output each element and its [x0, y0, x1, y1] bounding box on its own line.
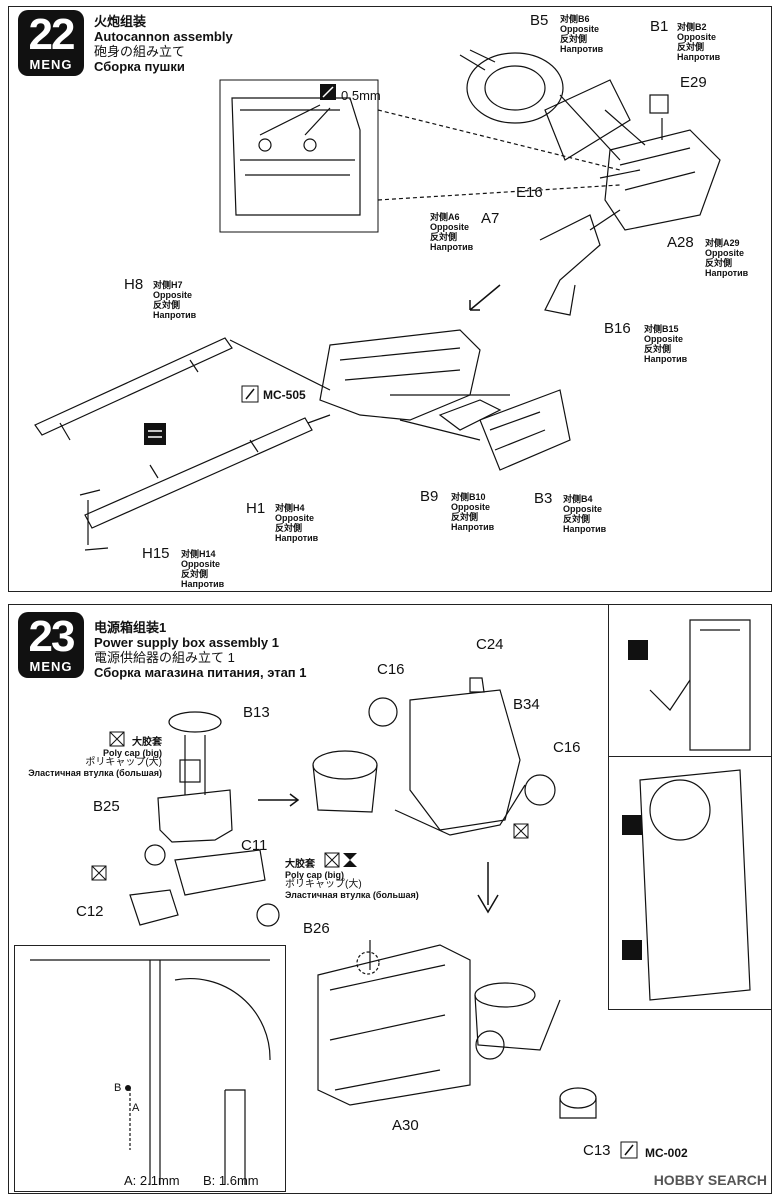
part-A28: A28: [667, 234, 694, 251]
part-B3: B3: [534, 490, 553, 507]
part-A7: A7: [481, 210, 500, 227]
brand-logo: MENG: [29, 57, 73, 72]
part-B16: B16: [604, 320, 631, 337]
title-ru: Сборка пушки: [94, 59, 185, 74]
part-E16: E16: [516, 184, 543, 201]
step-22-panel: [8, 6, 772, 592]
title-en: Autocannon assembly: [94, 29, 233, 44]
part-B25: B25: [93, 798, 120, 815]
title-jp: 砲身の組み立て: [94, 44, 186, 59]
title-en: Power supply box assembly 1: [94, 635, 279, 650]
title-ru: Сборка магазина питания, этап 1: [94, 665, 307, 680]
part-C12: C12: [76, 903, 104, 920]
watermark: HOBBY SEARCH: [653, 1172, 767, 1188]
step-number: 23: [28, 612, 76, 661]
part-H1: H1: [246, 500, 266, 517]
part-E29: E29: [680, 74, 707, 91]
part-B5: B5: [530, 12, 549, 29]
part-B9: B9: [420, 488, 439, 505]
paint-code-label: MC-002: [645, 1146, 688, 1160]
brand-logo: MENG: [29, 659, 73, 674]
title-cn: 火炮组装: [94, 14, 147, 29]
part-C13: C13: [583, 1142, 611, 1159]
step-23-badge: 23 MENG: [18, 612, 84, 678]
part-C16-b: C16: [553, 739, 581, 756]
part-A30: A30: [392, 1117, 419, 1134]
part-B13: B13: [243, 704, 270, 721]
part-B34: B34: [513, 696, 540, 713]
polycap-note-2: 大胶套 Poly cap (big) ポリキャップ(大) Эластичная …: [285, 859, 419, 901]
dimension-a: A: 2.1mm: [124, 1173, 180, 1188]
title-cn: 电源箱组装1: [94, 620, 167, 635]
step-22-badge: 22 MENG: [18, 10, 84, 76]
step-23-title: 电源箱组装1 Power supply box assembly 1 電源供給器…: [94, 620, 307, 680]
step-number: 22: [28, 10, 76, 59]
part-C11: C11: [241, 837, 268, 854]
part-H15: H15: [142, 545, 170, 562]
measure-label: 0.5mm: [341, 88, 381, 103]
part-B26: B26: [303, 920, 330, 937]
dimension-b: B: 1.6mm: [203, 1173, 259, 1188]
marker-a: A: [132, 1102, 140, 1114]
step-22-title: 火炮组装 Autocannon assembly 砲身の組み立て Сборка …: [94, 14, 233, 74]
part-B1: B1: [650, 18, 669, 35]
title-jp: 電源供給器の組み立て 1: [94, 650, 235, 665]
paint-code-label: MC-505: [263, 388, 306, 402]
marker-b: B: [114, 1082, 122, 1094]
part-C16-a: C16: [377, 661, 405, 678]
part-C24: C24: [476, 636, 504, 653]
polycap-note-1: 大胶套 Poly cap (big) ポリキャップ(大) Эластичная …: [28, 737, 162, 779]
part-H8: H8: [124, 276, 144, 293]
